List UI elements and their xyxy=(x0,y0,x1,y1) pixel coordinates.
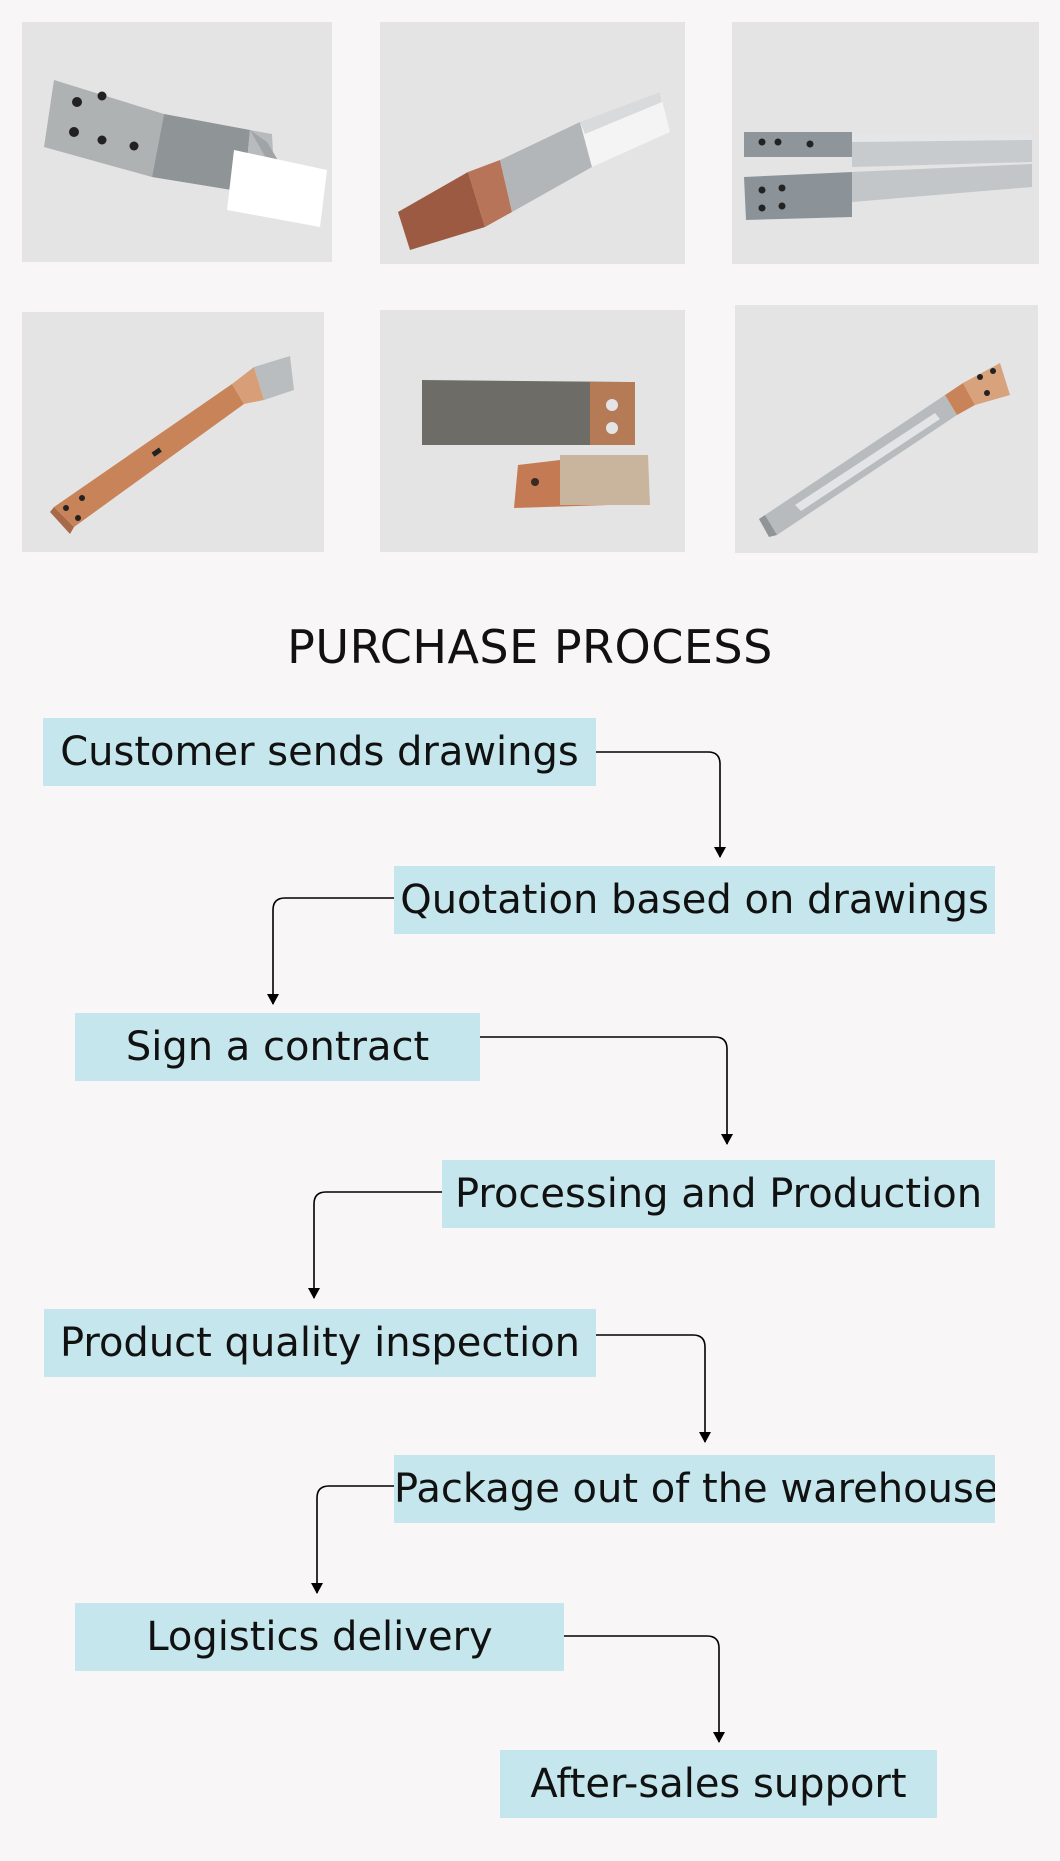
connector-arrow xyxy=(267,897,394,1005)
step-customer-sends-drawings: Customer sends drawings xyxy=(43,718,596,786)
product-photo-3[interactable] xyxy=(732,22,1039,264)
step-sign-contract: Sign a contract xyxy=(75,1013,480,1081)
step-after-sales-support: After-sales support xyxy=(500,1750,937,1818)
copper-aluminum-connector-photo xyxy=(44,80,327,227)
product-photo-5[interactable] xyxy=(380,310,685,552)
step-package-out: Package out of the warehouse xyxy=(394,1455,995,1523)
connector-arrow xyxy=(596,1334,711,1443)
section-title: PURCHASE PROCESS xyxy=(287,620,773,674)
connector-arrow xyxy=(480,1036,733,1145)
connector-arrow xyxy=(564,1635,725,1743)
connector-arrow xyxy=(596,751,726,858)
step-logistics-delivery: Logistics delivery xyxy=(75,1603,564,1671)
copper-busbar-photo xyxy=(50,356,294,534)
connector-arrow xyxy=(308,1191,442,1299)
aluminum-copper-busbar-photo xyxy=(759,363,1010,537)
busbar-pair-photo xyxy=(422,380,650,508)
product-photo-1[interactable] xyxy=(22,22,332,262)
copper-aluminum-connector-photo xyxy=(398,92,670,250)
product-photo-6[interactable] xyxy=(735,305,1038,553)
connector-arrow xyxy=(311,1485,394,1594)
step-quality-inspection: Product quality inspection xyxy=(44,1309,596,1377)
product-photo-4[interactable] xyxy=(22,312,324,552)
double-busbar-photo xyxy=(744,132,1032,220)
step-quotation: Quotation based on drawings xyxy=(394,866,995,934)
step-processing-production: Processing and Production xyxy=(442,1160,995,1228)
product-photo-2[interactable] xyxy=(380,22,685,264)
